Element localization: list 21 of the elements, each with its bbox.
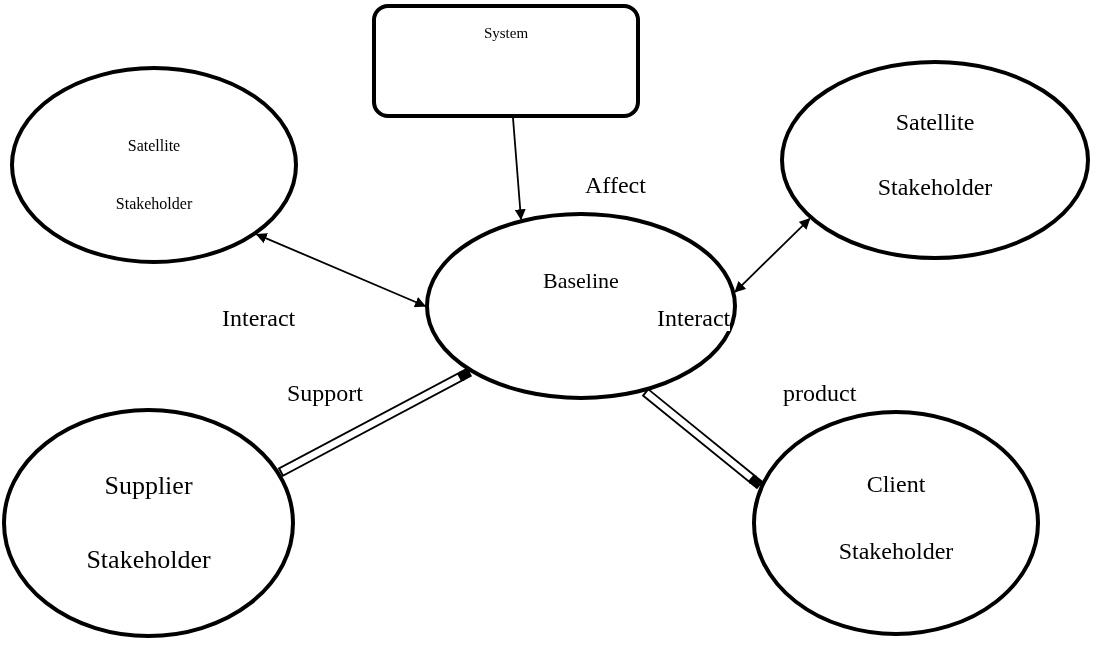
ellipse-node <box>2 408 295 638</box>
node-text: System <box>483 24 529 42</box>
node-text: Satellite <box>127 136 181 155</box>
arrow <box>734 217 811 293</box>
node-text: Stakeholder <box>838 538 954 566</box>
ellipse-node <box>10 66 298 264</box>
rounded-box <box>372 4 640 118</box>
node-text: Baseline <box>543 268 619 294</box>
node-text: Stakeholder <box>86 544 211 575</box>
node-text: Supplier <box>104 471 193 502</box>
node-text: Satellite <box>895 108 975 136</box>
ellipse-node <box>752 410 1040 636</box>
node-text: Stakeholder <box>877 174 993 202</box>
ellipse-node <box>425 212 737 400</box>
double-line-arrow <box>277 367 473 477</box>
ellipse-node <box>780 60 1090 260</box>
arrow <box>255 233 426 308</box>
double-line-arrow <box>641 387 764 490</box>
arrow <box>512 117 526 221</box>
node-text: Client <box>866 470 926 498</box>
node-text: Stakeholder <box>115 195 193 214</box>
